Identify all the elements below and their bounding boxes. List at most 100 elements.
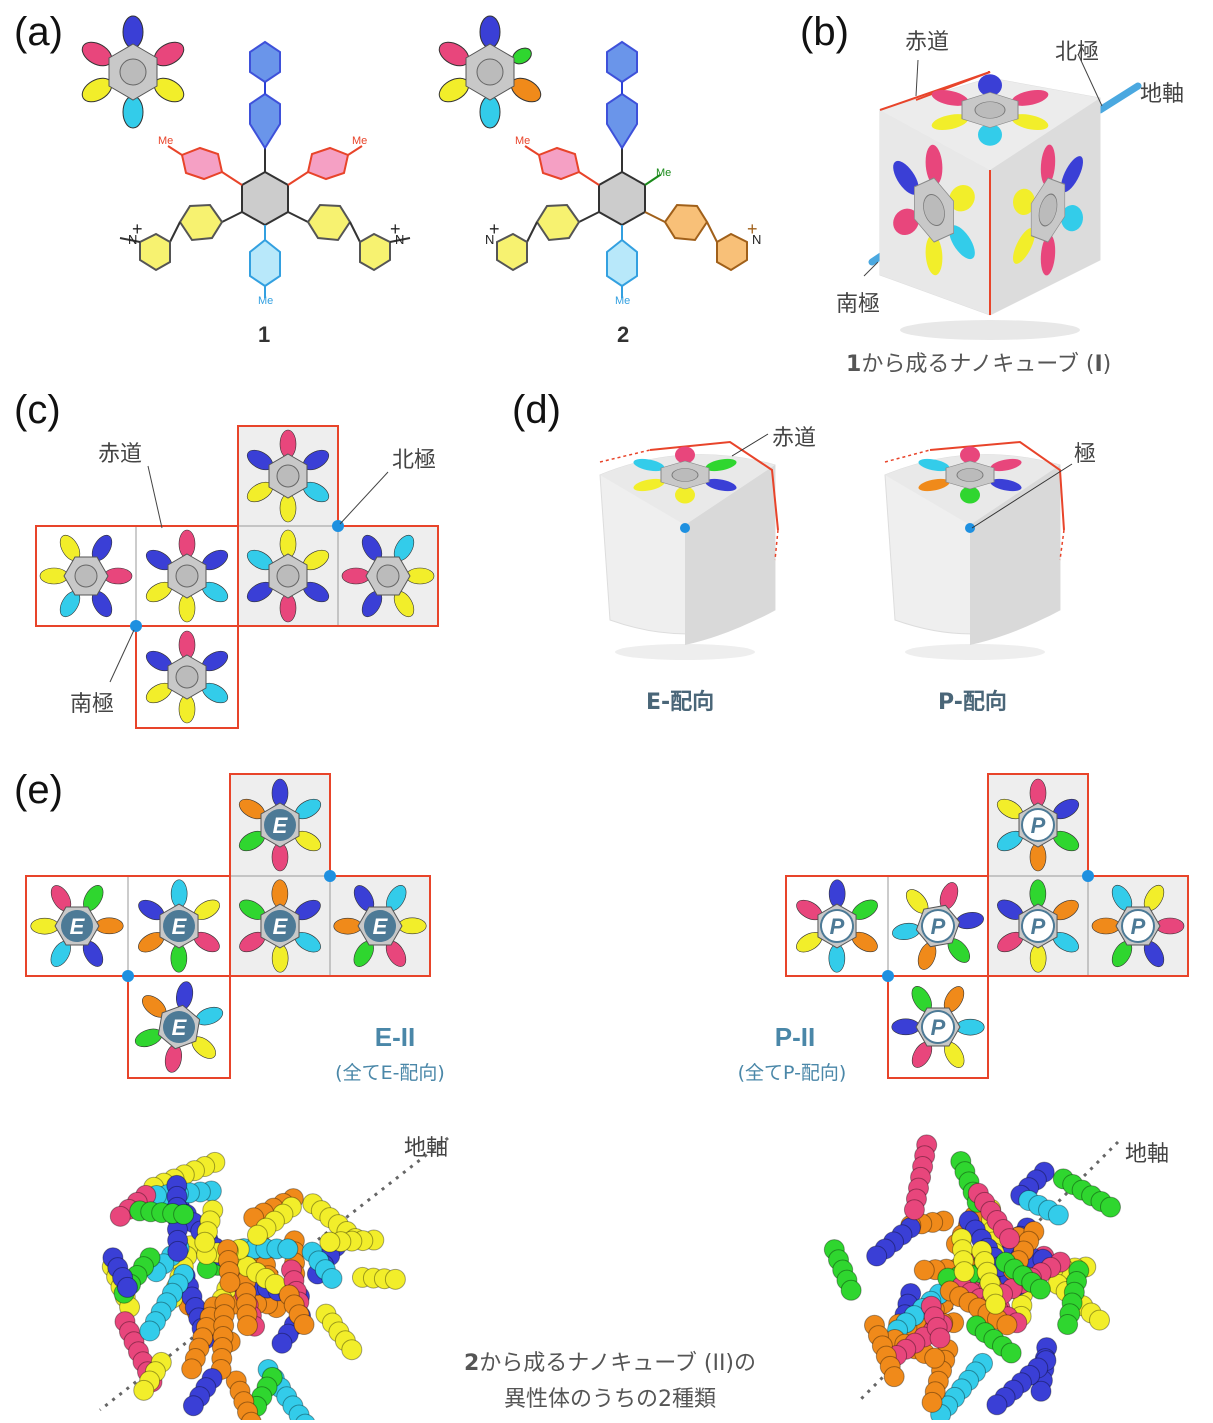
atom-sphere <box>241 1411 262 1420</box>
atom-sphere <box>985 1293 1007 1315</box>
me-label-1: Me <box>158 135 173 147</box>
molecule-cluster <box>227 1250 286 1295</box>
plus-label-3: + <box>489 219 500 239</box>
c-north-pole-label: 北極 <box>392 448 437 473</box>
molecule-cluster <box>863 1314 905 1388</box>
me-label-4: Me <box>515 135 530 147</box>
molecule-cluster <box>951 1228 975 1283</box>
e-ii-subtitle: (全てE-配向) <box>335 1062 445 1084</box>
atom-sphere <box>921 1391 943 1413</box>
atom-sphere <box>173 1203 195 1225</box>
me-label-6: Me <box>615 295 630 307</box>
panel-c-net <box>35 425 439 729</box>
molecule-cluster <box>315 1303 363 1361</box>
b-south-pole-label: 南極 <box>836 292 881 317</box>
molecule-cluster <box>995 1251 1051 1300</box>
b-caption-end: ) <box>1102 352 1112 377</box>
d-e-cube <box>599 433 779 660</box>
schematic-icon-2 <box>438 15 542 129</box>
atom-sphere <box>116 1276 138 1298</box>
e-ii-space-filling-model <box>99 1136 449 1420</box>
panel-c-label: (c) <box>14 388 61 432</box>
panel-e-label: (e) <box>14 768 63 812</box>
plus-label-4: + <box>747 219 758 239</box>
atom-sphere <box>883 1366 905 1388</box>
molecule-cluster <box>930 1352 994 1420</box>
molecule-cluster <box>1018 1189 1069 1226</box>
molecule-cluster <box>866 1217 921 1267</box>
p-letter-5: P <box>1131 914 1146 939</box>
molecule-cluster <box>129 1200 195 1225</box>
p-ii-title: P-II <box>774 1022 816 1052</box>
molecule-cluster <box>210 1293 236 1380</box>
atom-sphere <box>924 1347 946 1369</box>
b-equator-label: 赤道 <box>905 30 950 55</box>
panel-b-label: (b) <box>800 10 849 54</box>
compound-1-label: 1 <box>258 322 271 347</box>
atom-sphere <box>953 1261 975 1283</box>
me-label-5: Me <box>656 167 671 179</box>
c-equator-label: 赤道 <box>98 442 143 467</box>
atom-sphere <box>866 1245 888 1267</box>
e-caption: 2から成るナノキューブ (II)の 異性体のうちの2種類 <box>440 1346 780 1418</box>
molecule-cluster <box>903 1134 938 1221</box>
atom-sphere <box>996 1314 1018 1336</box>
atom-sphere <box>903 1199 925 1221</box>
d-p-cube <box>884 440 1073 660</box>
e-letter-6: E <box>172 1015 188 1040</box>
molecule-cluster <box>920 1295 951 1349</box>
d-e-orient-label: E-配向 <box>646 690 715 715</box>
panel-d-label: (d) <box>512 388 561 432</box>
panel-a-structures: Me Me Me N + N + Me Me Me N + N + <box>81 15 761 307</box>
atom-sphere <box>182 1395 204 1417</box>
e-letter-4: E <box>273 914 289 939</box>
plus-label-2: + <box>390 219 401 239</box>
p-axis-label: 地軸 <box>1125 1142 1170 1167</box>
d-equator-label: 赤道 <box>772 426 817 451</box>
molecule-cluster <box>139 1263 195 1342</box>
atom-sphere <box>1089 1309 1111 1331</box>
p-letter-1: P <box>1031 813 1046 838</box>
d-pole-label: 極 <box>1074 442 1097 467</box>
molecule-cluster <box>278 1284 315 1336</box>
b-caption-text: から成るナノキューブ ( <box>861 352 1095 377</box>
atom-sphere <box>321 1267 343 1289</box>
molecule-cluster <box>986 1350 1057 1416</box>
molecule-cluster <box>217 1239 241 1293</box>
atom-sphere <box>913 1259 935 1281</box>
molecule-cluster <box>939 1280 1018 1336</box>
me-label-3: Me <box>258 295 273 307</box>
atom-sphere <box>319 1231 341 1253</box>
atom-sphere <box>181 1358 203 1380</box>
atom-sphere <box>219 1271 241 1293</box>
panel-a-label: (a) <box>14 10 63 54</box>
b-axis-label: 地軸 <box>1140 82 1185 107</box>
molecule-cluster <box>301 1241 343 1289</box>
atom-sphere <box>986 1394 1008 1416</box>
molecule-cluster <box>1052 1168 1121 1218</box>
e-caption-line1: から成るナノキューブ (II)の <box>479 1351 757 1376</box>
atom-sphere <box>293 1314 315 1336</box>
compound-2-label: 2 <box>617 322 630 347</box>
molecule-cluster <box>351 1266 406 1290</box>
atom-sphere <box>194 1231 216 1253</box>
atom-sphere <box>139 1320 161 1342</box>
panel-e-net-right: P P P P P P <box>780 773 1189 1080</box>
molecule-cluster <box>1057 1260 1090 1336</box>
atom-sphere <box>1099 1196 1121 1218</box>
p-letter-6: P <box>931 1015 946 1040</box>
atom-sphere <box>271 1332 293 1354</box>
c-south-pole-label: 南極 <box>70 692 115 717</box>
molecule-1 <box>119 40 411 298</box>
atom-sphere <box>384 1268 406 1290</box>
atom-sphere <box>295 1413 315 1420</box>
molecule-cluster <box>133 1351 172 1401</box>
b-caption-roman: I <box>1094 352 1103 377</box>
n-plus-label-4: N <box>752 232 761 247</box>
molecule-cluster <box>102 1247 138 1298</box>
atom-sphere <box>840 1279 862 1301</box>
atom-sphere <box>109 1205 131 1227</box>
panel-e-net-left: E E E E E E <box>20 773 440 1080</box>
atom-sphere <box>1057 1314 1079 1336</box>
molecule-2 <box>496 40 748 298</box>
